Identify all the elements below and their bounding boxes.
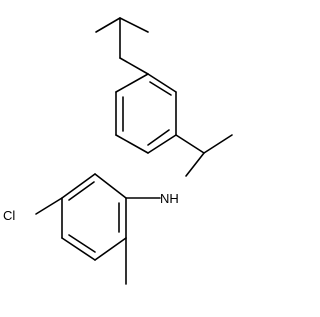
lower-aryl-ring (35, 173, 161, 285)
molecule-structure: Cl NH (3, 17, 233, 285)
upper-ring-bond-6 (115, 73, 149, 93)
bond-ch-to-nh (185, 152, 205, 177)
bond-methyl-left (95, 17, 121, 33)
upper-ring-inner-bond-1 (149, 81, 172, 96)
lower-ring-inner-bond-1 (68, 181, 95, 201)
chiral-ethyl-center (175, 134, 233, 177)
chlorine-label: Cl (3, 208, 15, 223)
lower-ring-bond-4 (61, 237, 96, 261)
bond-ring-to-chlorine (35, 197, 63, 215)
bond-ch-methyl (203, 134, 233, 154)
upper-ring-bond-4 (115, 134, 149, 154)
lower-ring-inner-bond-2 (68, 234, 96, 253)
amine-label: NH (160, 191, 179, 206)
upper-ring-bond-3 (147, 134, 177, 154)
lower-ring-bond-2 (61, 173, 96, 199)
upper-ring-inner-bond-2 (147, 129, 170, 146)
bond-methyl-right (119, 17, 149, 33)
lower-ring-bond-5 (94, 237, 127, 261)
bond-isobutyl-ch2 (119, 57, 149, 75)
upper-benzene-ring (115, 73, 177, 154)
lower-ring-bond-1 (94, 173, 127, 199)
upper-ring-bond-1 (147, 73, 177, 93)
bond-ring-to-ch (175, 134, 205, 154)
isobutyl-group (95, 17, 149, 75)
